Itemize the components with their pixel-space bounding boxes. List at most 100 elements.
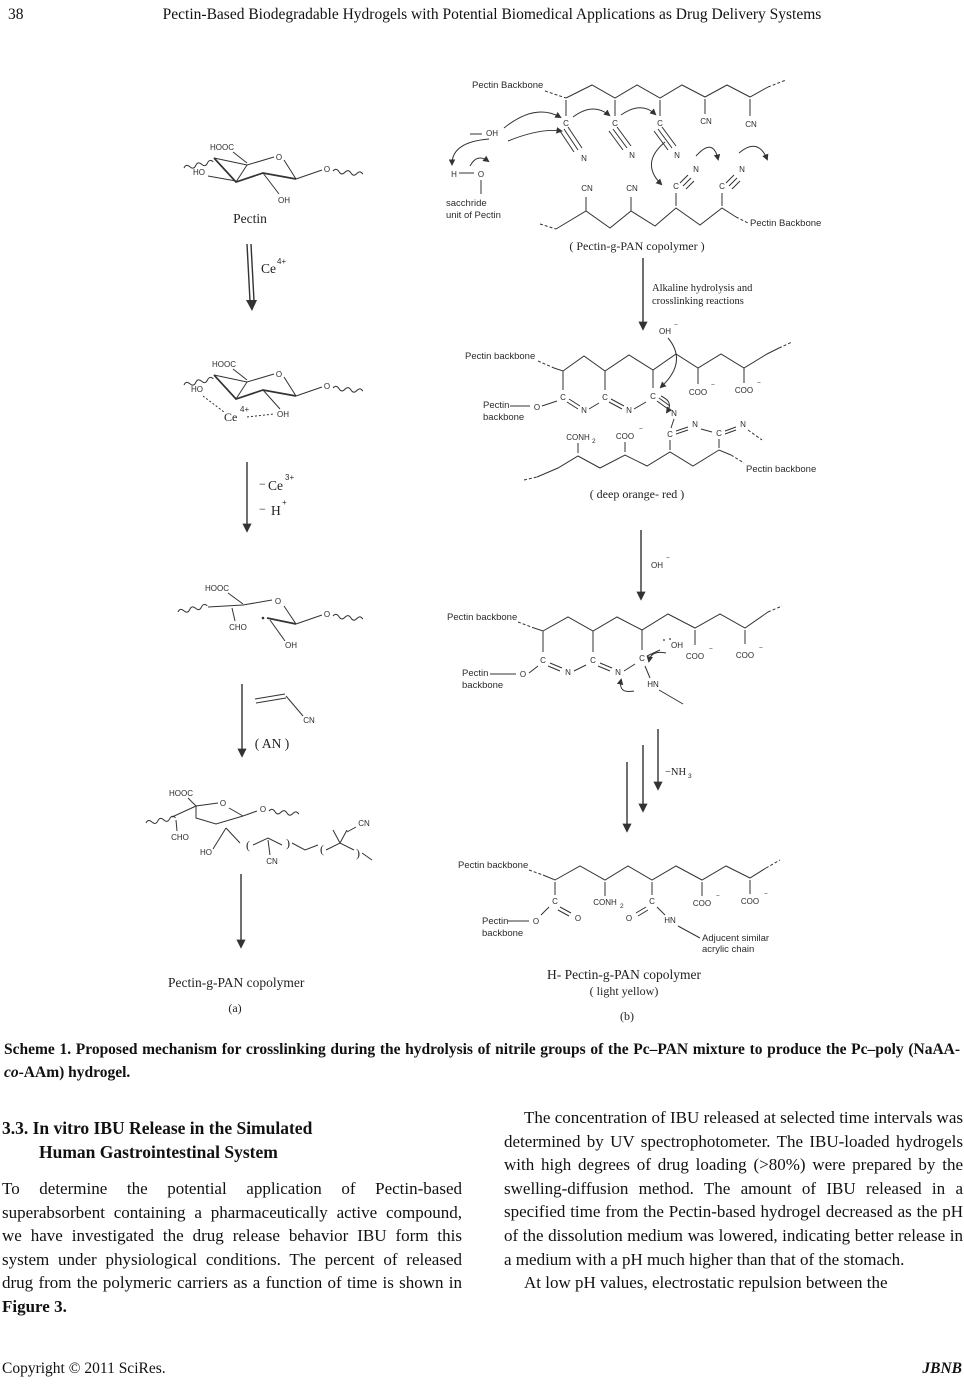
pgp-label: Pectin-g-PAN copolymer [168, 975, 305, 990]
atom-c: C [612, 119, 618, 128]
ce-charge: 4+ [240, 405, 249, 414]
atom-coo: COO [689, 388, 707, 397]
a-sublabel: (a) [228, 1001, 241, 1015]
atom-c: C [673, 182, 679, 191]
structure-oxidized-pectin: O HOOC CHO OH O [177, 584, 364, 650]
hydroxide-charge: − [674, 322, 678, 329]
structure-pectin: O HOOC HO OH O Pectin [183, 143, 364, 226]
atom-ho: HO [191, 385, 203, 394]
atom-n: N [674, 151, 680, 160]
pectin-label: Pectin [233, 211, 267, 226]
backbone-label: backbone [482, 928, 523, 939]
hpgp-label: H- Pectin-g-PAN copolymer [547, 967, 701, 982]
atom-n: N [626, 406, 632, 415]
structure-hydrolysis-intermediate: Pectin backbone COO − COO − Pectin backb… [447, 605, 783, 705]
minus-sign: − [259, 502, 266, 516]
coo-charge: − [639, 426, 643, 433]
atom-ring-o: O [220, 799, 226, 808]
body-right-column: The concentration of IBU released at sel… [504, 1106, 963, 1295]
structure-graft-copolymer-a: HOOC O O CHO HO ( CN ) ( CN ) [145, 789, 373, 866]
atom-cn: CN [700, 117, 712, 126]
pectin-label: Pectin [483, 400, 509, 411]
coo-charge: − [757, 380, 761, 387]
scheme-1-figure: O HOOC HO OH O Pectin Ce 4+ O [145, 79, 821, 1023]
atom-o: O [324, 165, 330, 174]
atom-n: N [740, 420, 746, 429]
nh3-sub: 3 [688, 773, 692, 780]
conh2-sub: 2 [592, 438, 596, 445]
atom-ho: HO [200, 848, 212, 857]
atom-c: C [590, 656, 596, 665]
an-addition-arrow: CN ( AN ) [237, 684, 315, 758]
backbone-label: backbone [462, 680, 503, 691]
atom-o: O [626, 914, 632, 923]
pectin-label: Pectin [462, 668, 488, 679]
deep-orange-caption: ( deep orange- red ) [590, 487, 685, 501]
atom-oh: OH [671, 641, 683, 650]
minus-ce-arrow: − Ce 3+ − H + [242, 462, 294, 533]
atom-cn: CN [358, 819, 370, 828]
hydroxide-charge: − [666, 555, 670, 562]
atom-oh: OH [285, 641, 297, 650]
atom-cn: CN [581, 184, 593, 193]
structure-deep-orange-red: Pectin backbone COO − COO − Pectin backb… [465, 341, 816, 501]
h-charge: + [282, 498, 287, 507]
atom-n: N [565, 668, 571, 677]
an-label: ( AN ) [255, 736, 290, 751]
atom-cho: CHO [229, 623, 247, 632]
atom-coo: COO [616, 432, 634, 441]
atom-c: C [639, 654, 645, 663]
alkaline-label-1: Alkaline hydrolysis and [652, 283, 753, 294]
pan-copolymer-caption: ( Pectin-g-PAN copolymer ) [569, 239, 704, 253]
pectin-backbone-label: Pectin backbone [465, 351, 535, 362]
atom-c: C [716, 429, 722, 438]
atom-n: N [581, 406, 587, 415]
saccharide-unit-label-2: unit of Pectin [446, 210, 501, 221]
coo-charge: − [764, 891, 768, 898]
atom-h: H [451, 170, 457, 179]
section-heading: 3.3. In vitro IBU Release in the Simulat… [2, 1116, 462, 1164]
conh2-sub: 2 [620, 903, 624, 910]
atom-cho: CHO [171, 833, 189, 842]
body-left-column: 3.3. In vitro IBU Release in the Simulat… [2, 1116, 462, 1319]
atom-coo: COO [686, 652, 704, 661]
atom-c: C [602, 393, 608, 402]
atom-coo: COO [735, 386, 753, 395]
atom-ring-o: O [275, 597, 281, 606]
saccharide-unit-label: sacchride [446, 198, 487, 209]
hydroxide-label: OH [651, 561, 663, 570]
right-paragraph-1: The concentration of IBU released at sel… [504, 1108, 963, 1269]
alkaline-hydrolysis-arrow: Alkaline hydrolysis and crosslinking rea… [638, 258, 753, 389]
atom-hn: HN [647, 680, 659, 689]
paren: ( [246, 838, 250, 852]
heading-line2: Human Gastrointestinal System [39, 1142, 278, 1162]
h-label: H [271, 503, 281, 518]
b-sublabel: (b) [620, 1009, 634, 1023]
paren: ) [356, 846, 360, 860]
pectin-backbone-label: Pectin backbone [746, 464, 816, 475]
atom-cn: CN [266, 857, 278, 866]
atom-o: O [324, 382, 330, 391]
coo-charge: − [716, 893, 720, 900]
atom-o: O [575, 914, 581, 923]
ce-label: Ce [268, 478, 283, 493]
adjacent-chain-label-1: Adjucent similar [702, 933, 769, 944]
atom-c: C [649, 897, 655, 906]
atom-cn: CN [745, 120, 757, 129]
atom-coo: COO [693, 899, 711, 908]
copyright-notice: Copyright © 2011 SciRes. [2, 1360, 166, 1377]
atom-oh: OH [486, 129, 498, 138]
atom-ce: Ce [224, 410, 237, 424]
atom-cn: CN [626, 184, 638, 193]
atom-c: C [540, 656, 546, 665]
pectin-backbone-label: Pectin backbone [458, 860, 528, 871]
atom-o: O [478, 170, 484, 179]
atom-o: O [533, 917, 539, 926]
radical-dot [261, 616, 265, 620]
atom-c: C [650, 392, 656, 401]
atom-oh: OH [277, 410, 289, 419]
atom-n: N [671, 409, 677, 418]
journal-abbreviation: JBNB [922, 1360, 962, 1377]
atom-n: N [692, 420, 698, 429]
